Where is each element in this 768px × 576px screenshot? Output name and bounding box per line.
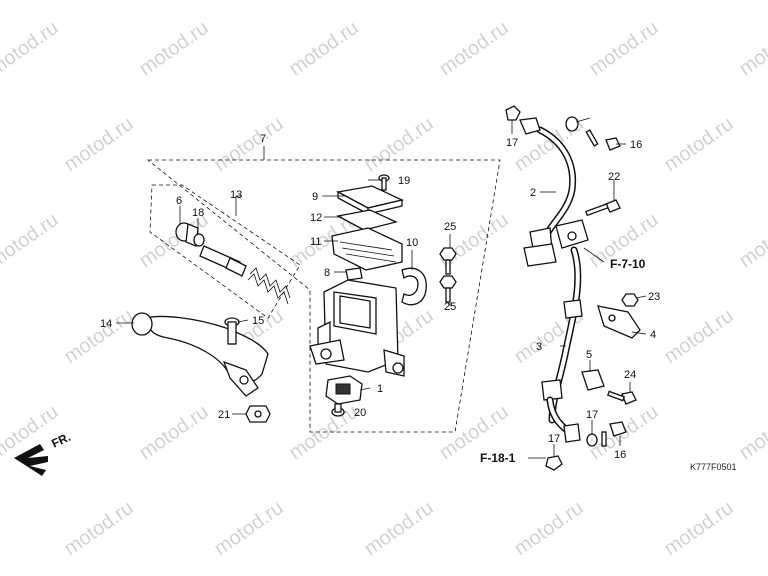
- watermark-text: motod.ru: [735, 17, 768, 80]
- callout-21: 21: [218, 409, 230, 421]
- holder: [401, 267, 427, 306]
- callout-18: 18: [192, 207, 204, 219]
- callout-17-lower: 17: [548, 433, 560, 445]
- lower-nut: [545, 455, 563, 471]
- watermark-text: motod.ru: [60, 113, 137, 176]
- watermark-text: motod.ru: [585, 17, 662, 80]
- piston-set: [175, 222, 291, 305]
- callout-2: 2: [530, 187, 536, 199]
- watermark-text: motod.ru: [735, 401, 768, 464]
- callout-6: 6: [176, 195, 182, 207]
- brake-lever: [131, 312, 269, 397]
- washer-nut: [505, 105, 521, 121]
- callout-20: 20: [354, 407, 366, 419]
- brake-joint: [523, 219, 589, 267]
- lever-nut: [245, 405, 271, 423]
- banjo-bolt-upper: [585, 129, 621, 151]
- callout-1: 1: [377, 383, 383, 395]
- watermark-text: motod.ru: [660, 497, 737, 560]
- callout-16-upper: 16: [630, 139, 642, 151]
- watermark-text: motod.ru: [510, 497, 587, 560]
- callout-23: 23: [648, 291, 660, 303]
- callout-numbers: 1 2 3 4 5 6 7 8 9 10 11 12 13 14 15 16 1…: [100, 133, 660, 461]
- watermark-text: motod.ru: [0, 17, 63, 80]
- callout-16-lower: 16: [614, 449, 626, 461]
- sealing-washer-upper: [565, 116, 579, 132]
- callout-17-right: 17: [586, 409, 598, 421]
- front-direction-arrow-icon: [14, 444, 48, 476]
- callout-25-lower: 25: [444, 301, 456, 313]
- assembly-7-frame: [146, 159, 501, 433]
- callout-25-upper: 25: [444, 221, 456, 233]
- watermark-text: motod.ru: [210, 497, 287, 560]
- clip: [345, 267, 363, 281]
- callout-4: 4: [650, 329, 656, 341]
- callout-8: 8: [324, 267, 330, 279]
- watermark-text: motod.ru: [360, 113, 437, 176]
- reservoir-cap-stack: [331, 185, 404, 271]
- joint-bolt: [585, 199, 621, 217]
- watermark-text: motod.ru: [435, 17, 512, 80]
- callout-13: 13: [230, 189, 242, 201]
- watermark-text: motod.ru: [60, 305, 137, 368]
- callout-11: 11: [310, 236, 321, 248]
- watermark-text: motod.ru: [135, 17, 212, 80]
- watermark-text: motod.ru: [660, 113, 737, 176]
- diagram-code: K777F0501: [690, 462, 737, 472]
- callout-24: 24: [624, 369, 636, 381]
- watermark-text: motod.ru: [210, 113, 287, 176]
- callout-12: 12: [310, 212, 322, 224]
- callout-22: 22: [608, 171, 620, 183]
- sealing-washer-lower: [586, 433, 598, 447]
- callout-10: 10: [406, 237, 418, 249]
- watermark-text: motod.ru: [735, 209, 768, 272]
- ref-f-18-1: F-18-1: [480, 451, 516, 465]
- watermark-text: motod.ru: [285, 17, 362, 80]
- bracket-4: [597, 305, 641, 339]
- callout-15: 15: [252, 315, 264, 327]
- banjo-bolt-lower: [601, 421, 627, 447]
- master-cylinder-body: [309, 279, 405, 377]
- watermark-text: motod.ru: [135, 401, 212, 464]
- callout-14: 14: [100, 318, 112, 330]
- leader-lines: [116, 117, 647, 459]
- callout-3: 3: [536, 341, 542, 353]
- holder-bolts: [439, 247, 457, 303]
- bracket-5: [581, 369, 605, 391]
- watermark-layer: motod.ru motod.ru motod.ru motod.ru motod.ru…: [0, 17, 768, 560]
- watermark-text: motod.ru: [285, 401, 362, 464]
- callout-9: 9: [312, 191, 318, 203]
- clamp-bolt: [621, 293, 639, 307]
- ref-f-7-10: F-7-10: [610, 257, 646, 271]
- cap-screw: [378, 174, 390, 191]
- watermark-text: motod.ru: [0, 209, 63, 272]
- stop-switch: [325, 375, 363, 417]
- direction-label: FR.: [49, 430, 72, 451]
- watermark-text: motod.ru: [60, 497, 137, 560]
- callout-5: 5: [586, 349, 592, 361]
- lower-brake-hose: [541, 246, 583, 443]
- callout-7: 7: [260, 133, 266, 145]
- watermark-text: motod.ru: [360, 497, 437, 560]
- callout-17-upper: 17: [506, 137, 518, 149]
- watermark-text: motod.ru: [660, 305, 737, 368]
- callout-19: 19: [398, 175, 410, 187]
- bolt-24: [606, 390, 637, 405]
